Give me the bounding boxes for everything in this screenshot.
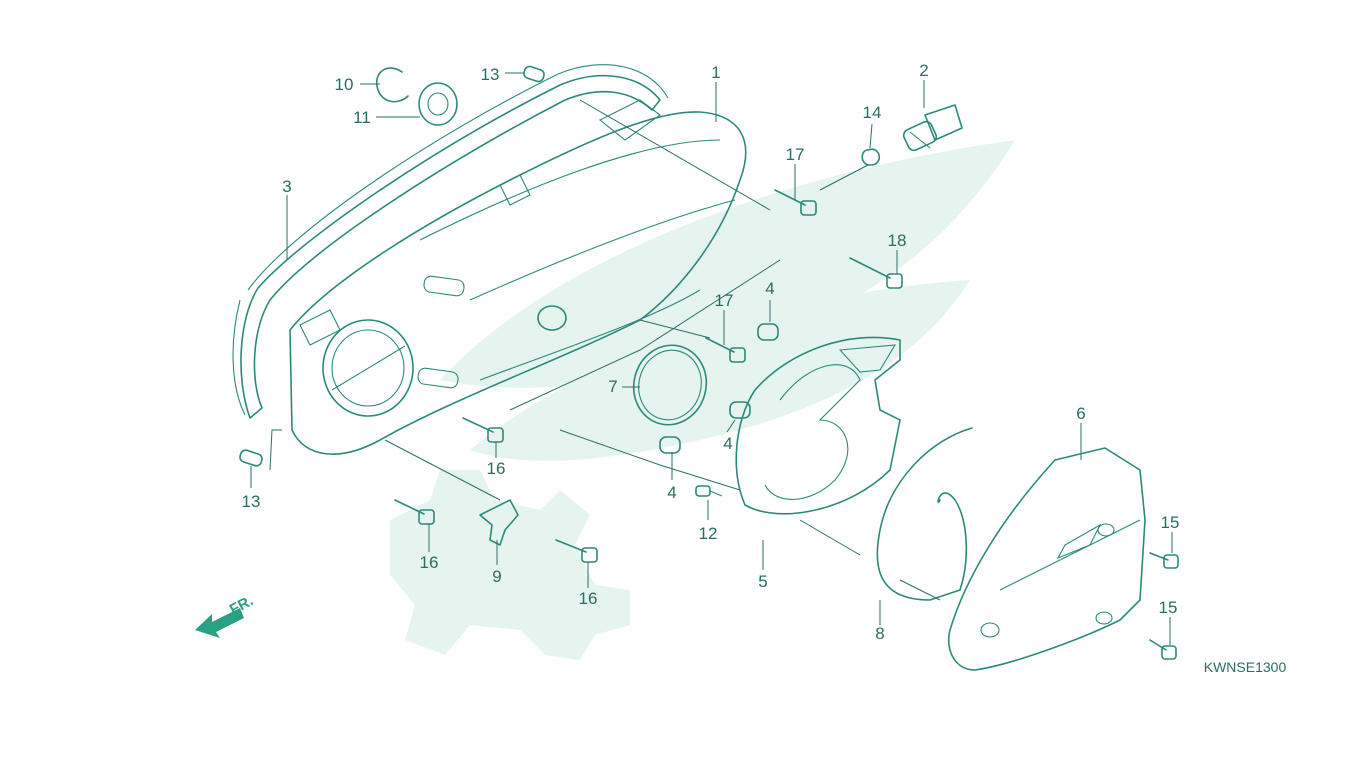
callout-4c[interactable]: 4	[667, 483, 676, 502]
callout-7[interactable]: 7	[608, 377, 617, 396]
callout-2[interactable]: 2	[919, 61, 928, 80]
diagram-code: KWNSE1300	[1204, 659, 1287, 675]
part-5-inner-cover-plate[interactable]	[735, 336, 901, 515]
callout-12[interactable]: 12	[699, 524, 718, 543]
part-7-o-ring[interactable]	[625, 337, 715, 433]
callout-4a[interactable]: 4	[765, 279, 774, 298]
part-14-clip[interactable]	[861, 148, 880, 166]
part-13-dowel-pin-top[interactable]	[523, 65, 546, 83]
leader-lines	[250, 72, 1173, 645]
callout-3[interactable]: 3	[282, 177, 291, 196]
part-4-collar-c[interactable]	[659, 436, 681, 454]
callout-9[interactable]: 9	[492, 567, 501, 586]
part-17-bolt-lower[interactable]	[705, 337, 746, 363]
callout-13b[interactable]: 13	[242, 492, 261, 511]
callout-13a[interactable]: 13	[481, 65, 500, 84]
callout-14[interactable]: 14	[863, 103, 882, 122]
part-16-bolt-left[interactable]	[394, 499, 435, 525]
part-3-gasket-lower	[232, 299, 246, 416]
part-12-small-bolt[interactable]	[695, 485, 723, 497]
part-16-bolt-right[interactable]	[555, 539, 598, 563]
callout-16a[interactable]: 16	[487, 459, 506, 478]
callout-15b[interactable]: 15	[1159, 598, 1178, 617]
part-4-collar-a[interactable]	[757, 323, 779, 341]
part-13-dowel-pin-bottom[interactable]	[239, 449, 264, 467]
part-1-left-crankcase-cover[interactable]	[289, 99, 747, 455]
callout-15a[interactable]: 15	[1161, 513, 1180, 532]
part-3-cover-gasket[interactable]	[240, 74, 661, 419]
part-9-bracket[interactable]	[479, 499, 519, 546]
callout-numbers: 1 2 3 4 4 4 5 6 7 8 9 10 11 12 13 13 14 …	[242, 61, 1180, 643]
part-17-bolt-upper[interactable]	[774, 189, 817, 216]
callout-18[interactable]: 18	[888, 231, 907, 250]
part-2-duct-fitting[interactable]	[902, 104, 963, 152]
callout-1[interactable]: 1	[711, 63, 720, 82]
part-6-outer-cover[interactable]	[948, 447, 1146, 671]
callout-5[interactable]: 5	[758, 572, 767, 591]
callout-4b[interactable]: 4	[723, 434, 732, 453]
part-11-bearing[interactable]	[418, 82, 458, 126]
part-10-circlip[interactable]	[375, 67, 409, 103]
callout-10[interactable]: 10	[335, 75, 354, 94]
front-direction-indicator: FR.	[195, 592, 256, 638]
callout-16b[interactable]: 16	[420, 553, 439, 572]
callout-8[interactable]: 8	[875, 624, 884, 643]
part-8-seal-wire[interactable]	[876, 427, 973, 601]
watermark-logo	[390, 140, 1015, 660]
part-18-long-bolt[interactable]	[849, 257, 903, 289]
part-4-collar-b[interactable]	[729, 401, 751, 419]
part-15-bolt-lower[interactable]	[1149, 639, 1177, 660]
callout-17a[interactable]: 17	[786, 145, 805, 164]
callout-16c[interactable]: 16	[579, 589, 598, 608]
callout-17b[interactable]: 17	[715, 291, 734, 310]
part-3-gasket-outer	[247, 64, 669, 291]
callout-6[interactable]: 6	[1076, 404, 1085, 423]
part-7-o-ring-inner	[638, 349, 702, 421]
front-arrow-icon	[195, 608, 244, 638]
part-15-bolt-upper[interactable]	[1149, 552, 1179, 569]
callout-11[interactable]: 11	[353, 108, 371, 127]
